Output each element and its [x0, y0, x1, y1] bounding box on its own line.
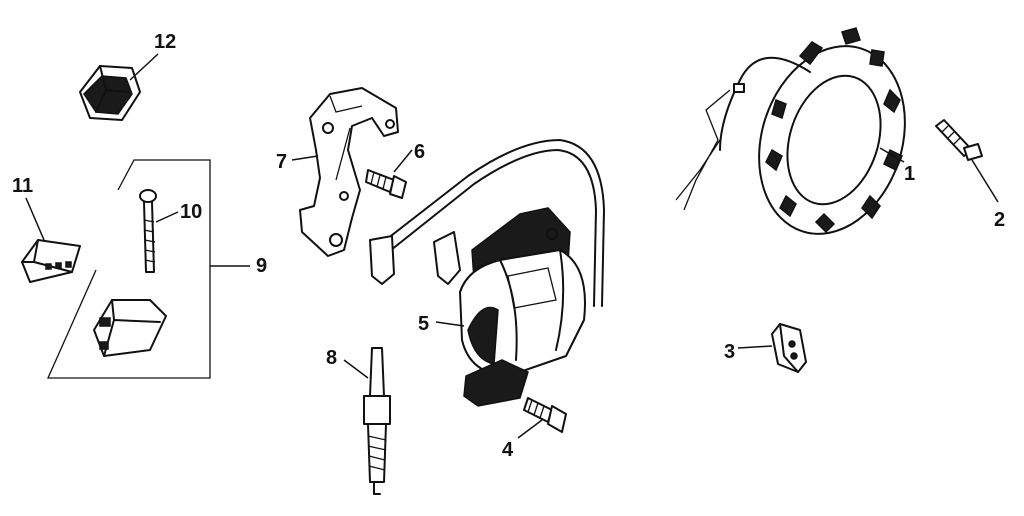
- part-6-screw: [365, 169, 407, 199]
- part-2-screw: [935, 119, 983, 161]
- callout-8: 8: [326, 347, 337, 369]
- callout-3: 3: [724, 341, 735, 363]
- leader-8: [343, 359, 369, 379]
- part-12-block: [79, 65, 141, 121]
- callout-12: 12: [154, 31, 176, 53]
- leader-2: [971, 159, 999, 203]
- callout-1: 1: [904, 163, 915, 185]
- callout-10: 10: [180, 201, 202, 223]
- leader-7: [291, 155, 319, 161]
- part-3-clip: [771, 323, 807, 373]
- ht-lead: [369, 139, 605, 307]
- part-5-coil: [459, 207, 586, 407]
- part-11-rectifier: [21, 239, 81, 283]
- leader-6: [393, 149, 413, 173]
- part-4-screw: [523, 397, 567, 433]
- callout-6: 6: [414, 141, 425, 163]
- part-8-spark-plug: [363, 347, 391, 495]
- leader-11: [25, 197, 45, 241]
- callout-5: 5: [418, 313, 429, 335]
- part-9-assembly: [46, 159, 250, 379]
- leader-1: [879, 147, 905, 163]
- callout-4: 4: [502, 439, 514, 461]
- callout-7: 7: [276, 151, 287, 173]
- leader-4: [517, 419, 543, 439]
- callout-2: 2: [994, 209, 1005, 231]
- part-7-bracket: [299, 87, 399, 257]
- part-1-stator: [675, 27, 906, 235]
- leader-5: [435, 321, 465, 327]
- leader-3: [737, 345, 773, 349]
- leader-12: [129, 53, 159, 81]
- callout-9: 9: [256, 255, 267, 277]
- callout-11: 11: [12, 175, 33, 197]
- leader-10: [155, 211, 179, 223]
